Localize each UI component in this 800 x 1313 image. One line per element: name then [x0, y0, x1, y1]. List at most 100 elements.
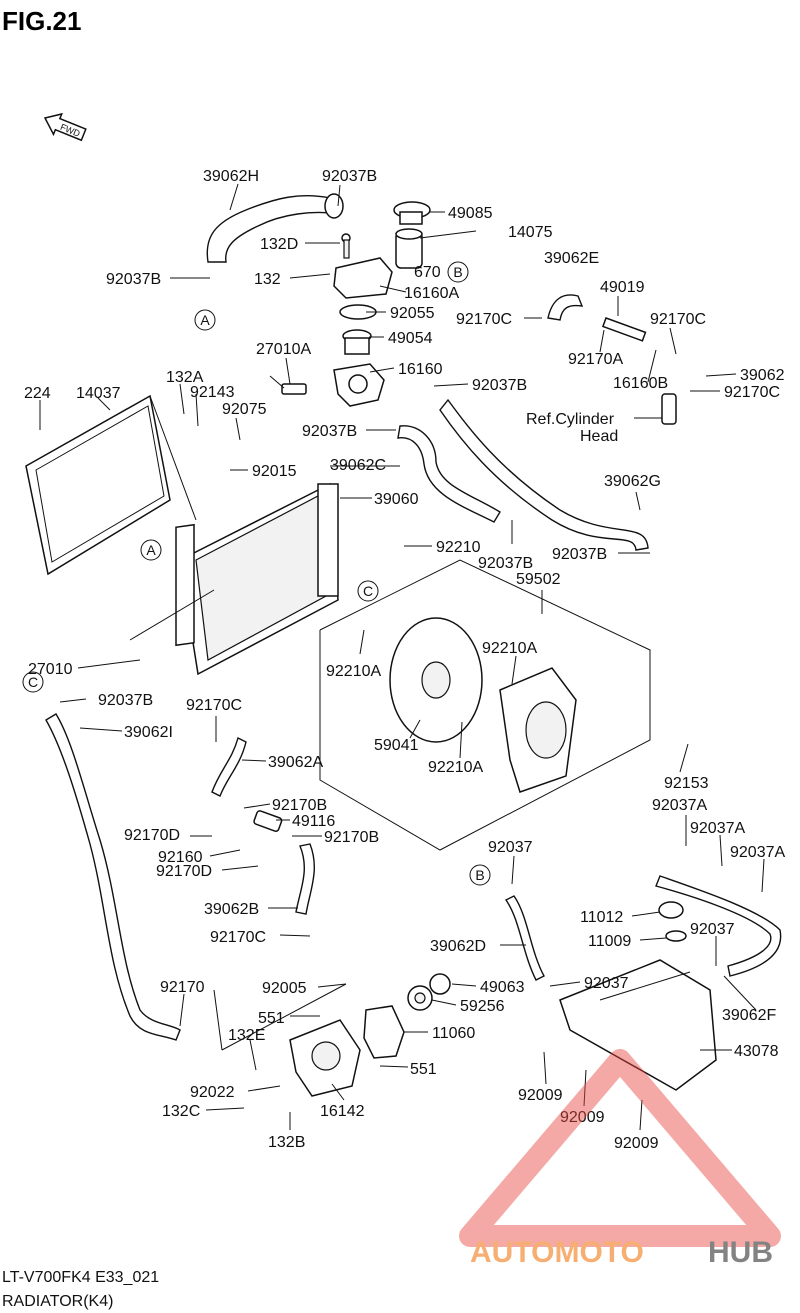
- label-92210A: 92210A: [326, 663, 381, 680]
- label-92037: 92037: [488, 839, 533, 856]
- label-49054: 49054: [388, 330, 433, 347]
- label-16142: 16142: [320, 1103, 365, 1120]
- fan-assembly-box: [319, 559, 651, 851]
- fwd-arrow-icon: FWD: [43, 112, 87, 142]
- label-39062B: 39062B: [204, 901, 259, 918]
- label-92037: 92037: [584, 975, 629, 992]
- label-132D: 132D: [260, 236, 298, 253]
- label-92210A: 92210A: [482, 640, 537, 657]
- radiator-screen-14037: [25, 394, 197, 576]
- label-132C: 132C: [162, 1103, 200, 1120]
- label-92170B: 92170B: [324, 829, 379, 846]
- label-49063: 49063: [480, 979, 525, 996]
- svg-text:B: B: [475, 867, 484, 883]
- radiator-cap: [393, 201, 431, 225]
- pipe-49116: [253, 810, 283, 832]
- label-92037B: 92037B: [552, 546, 607, 563]
- label-132E: 132E: [228, 1027, 265, 1044]
- label-92055: 92055: [390, 305, 435, 322]
- svg-text:C: C: [363, 583, 373, 599]
- water-pump-case-16142: [289, 1019, 361, 1097]
- label-92009: 92009: [518, 1087, 563, 1104]
- label-92037B: 92037B: [106, 271, 161, 288]
- label-92015: 92015: [252, 463, 297, 480]
- logo-text-automoto: AUTOMOTO: [470, 1236, 644, 1269]
- fitting-16160B: [661, 393, 677, 425]
- label-11060: 11060: [432, 1025, 475, 1042]
- label-670: 670: [414, 264, 441, 281]
- label-11009: 11009: [588, 933, 631, 950]
- filler-neck: [395, 228, 423, 269]
- label-92037B: 92037B: [472, 377, 527, 394]
- label-92170C: 92170C: [186, 697, 242, 714]
- impeller-59256: [407, 985, 433, 1011]
- logo-text-hub: HUB: [708, 1236, 773, 1269]
- label-49019: 49019: [600, 279, 645, 296]
- label-92170: 92170: [160, 979, 205, 996]
- part-labels: 39062H 92037B 49085 14075 132D 92037B 13…: [24, 168, 785, 1152]
- label-39062G: 39062G: [604, 473, 661, 490]
- ref-marker-a-top: A: [194, 309, 216, 331]
- hose-39062G: [439, 398, 649, 551]
- label-92210A: 92210A: [428, 759, 483, 776]
- hose-39062B: [295, 843, 315, 915]
- label-92037B: 92037B: [322, 168, 377, 185]
- label-92037A: 92037A: [690, 820, 745, 837]
- svg-text:A: A: [200, 312, 210, 328]
- label-39062D: 39062D: [430, 938, 486, 955]
- reservoir-seal-11009: [665, 930, 687, 942]
- hose-39062D: [504, 895, 545, 981]
- label-59256: 59256: [460, 998, 505, 1015]
- radiator-39060: [129, 482, 339, 676]
- svg-text:B: B: [453, 264, 462, 280]
- label-43078: 43078: [734, 1043, 779, 1060]
- thermostat-housing-cover: [333, 233, 393, 299]
- label-39062E: 39062E: [544, 250, 599, 267]
- label-16160A: 16160A: [404, 285, 459, 302]
- hose-39062I: [45, 713, 181, 1041]
- label-92160: 92160: [158, 849, 203, 866]
- label-224: 224: [24, 385, 51, 402]
- thermostat-housing-16160: [333, 363, 385, 407]
- reservoir-tank-43078: [559, 959, 717, 1091]
- automotohub-logo: AUTOMOTO HUB: [459, 1049, 781, 1269]
- label-92210: 92210: [436, 539, 481, 556]
- label-92170B: 92170B: [272, 797, 327, 814]
- label-92037B: 92037B: [98, 692, 153, 709]
- label-92037B: 92037B: [478, 555, 533, 572]
- label-16160: 16160: [398, 361, 443, 378]
- ref-marker-c-lower: C: [22, 671, 44, 693]
- label-92170C: 92170C: [724, 384, 780, 401]
- label-132B: 132B: [268, 1134, 305, 1151]
- label-49085: 49085: [448, 205, 493, 222]
- ref-marker-c-radiator: C: [357, 580, 379, 602]
- sensor-27010A: [269, 375, 307, 395]
- label-92037A: 92037A: [730, 844, 785, 861]
- label-16160B: 16160B: [613, 375, 668, 392]
- label-551: 551: [258, 1010, 285, 1027]
- label-92009: 92009: [614, 1135, 659, 1152]
- svg-text:A: A: [146, 542, 156, 558]
- label-49116: 49116: [292, 813, 335, 830]
- figure-title: FIG.21: [2, 6, 81, 36]
- label-92170A: 92170A: [568, 351, 623, 368]
- label-39062H: 39062H: [203, 168, 259, 185]
- reservoir-cap-11012: [658, 901, 684, 919]
- label-ref-cylinder: Ref.Cylinder: [526, 411, 615, 428]
- label-92037A: 92037A: [652, 797, 707, 814]
- water-pump-cover-11060: [363, 1005, 405, 1059]
- label-39062A: 39062A: [268, 754, 323, 771]
- hose-39062A: [211, 736, 247, 797]
- label-39062I: 39062I: [124, 724, 173, 741]
- label-132: 132: [254, 271, 281, 288]
- label-92170C: 92170C: [650, 311, 706, 328]
- footer-name: RADIATOR(K4): [2, 1293, 113, 1310]
- label-92170D: 92170D: [124, 827, 180, 844]
- hose-39062E: [547, 294, 584, 321]
- label-ref-cylinder-head: Head: [580, 428, 618, 445]
- fan-blade-59041: [389, 617, 483, 743]
- label-14075: 14075: [508, 224, 553, 241]
- label-92170C: 92170C: [210, 929, 266, 946]
- hose-39062F: [655, 875, 782, 977]
- label-92009: 92009: [560, 1109, 605, 1126]
